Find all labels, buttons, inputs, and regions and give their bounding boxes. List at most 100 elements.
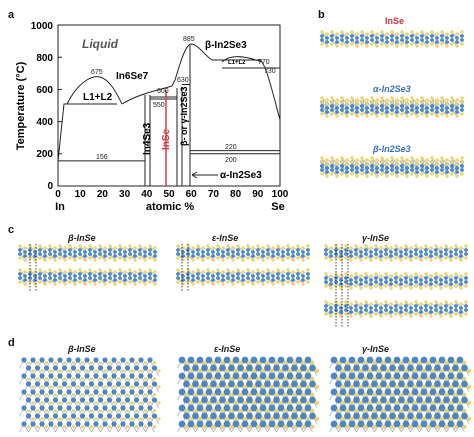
in-atom [176, 248, 180, 252]
se-atom [440, 30, 444, 34]
in-atom [48, 405, 54, 411]
in-atom [201, 250, 205, 254]
se-atom [58, 369, 62, 373]
se-atom [450, 100, 454, 104]
se-atom [415, 158, 419, 162]
in-atom [196, 252, 200, 256]
in-atom [296, 248, 300, 252]
alpha-in2se3-label: α-In2Se3 [220, 170, 262, 181]
se-atom [330, 172, 334, 176]
in-atom [226, 276, 230, 280]
se-atom [94, 401, 98, 405]
se-atom [345, 162, 349, 166]
in-atom [38, 272, 42, 276]
in-atom [52, 397, 59, 403]
se-atom [320, 42, 324, 46]
in-atom [325, 106, 329, 110]
se-atom [103, 282, 107, 286]
in-atom [30, 357, 36, 363]
in-atom [98, 248, 102, 252]
se-atom [445, 162, 449, 166]
se-atom [123, 258, 127, 262]
c-label-beta: β-InSe [68, 233, 96, 243]
in-atom [138, 421, 144, 427]
se-atom [291, 258, 295, 262]
se-atom [251, 246, 255, 250]
in-atom [420, 164, 424, 168]
se-atom [425, 162, 429, 166]
se-atom [121, 417, 125, 421]
in-atom [75, 373, 81, 379]
se-atom [35, 393, 40, 397]
se-atom [355, 32, 359, 36]
se-atom [88, 244, 92, 248]
in-atom [345, 166, 349, 170]
se-atom [410, 96, 414, 100]
se-atom [385, 44, 389, 48]
in-atom [395, 166, 399, 170]
se-atom [301, 258, 305, 262]
se-atom [365, 102, 369, 106]
d-label-epsilon: ε-InSe [214, 344, 241, 354]
se-atom [460, 42, 464, 46]
in-atom [43, 413, 50, 419]
se-atom [330, 96, 334, 100]
in-atom [142, 413, 149, 419]
in-atom [103, 278, 107, 282]
se-atom [176, 268, 180, 272]
in-atom [450, 164, 454, 168]
se-atom [400, 42, 404, 46]
in-atom [440, 168, 444, 172]
in-atom [75, 405, 81, 411]
in-atom [34, 413, 41, 419]
in-atom [385, 166, 389, 170]
se-atom [26, 361, 31, 365]
se-atom [23, 258, 27, 262]
se-atom [201, 282, 205, 286]
in-atom [153, 274, 157, 278]
in-atom [196, 276, 200, 280]
in-atom [276, 252, 280, 256]
se-atom [355, 102, 359, 106]
se-atom [380, 160, 384, 164]
se-atom [107, 361, 112, 365]
se-atom [153, 258, 157, 262]
se-atom [340, 100, 344, 104]
in-atom [445, 170, 449, 174]
se-atom [246, 244, 250, 248]
in-atom [370, 108, 374, 112]
in-atom [52, 413, 59, 419]
se-atom [340, 96, 344, 100]
se-atom [340, 42, 344, 46]
in-atom [176, 276, 180, 280]
in-atom [430, 104, 434, 108]
in-atom [330, 38, 334, 42]
in-atom [420, 104, 424, 108]
in-atom [430, 164, 434, 168]
in-atom [70, 381, 77, 387]
x-tick-90: 90 [252, 189, 264, 200]
se-atom [139, 385, 143, 389]
se-atom [191, 246, 195, 250]
in-atom [128, 248, 132, 252]
se-atom [68, 268, 72, 272]
se-atom [49, 385, 53, 389]
se-atom [425, 44, 429, 48]
se-atom [107, 425, 112, 429]
se-atom [400, 30, 404, 34]
in-atom [97, 365, 104, 371]
se-atom [395, 32, 399, 36]
se-atom [152, 377, 157, 381]
in-atom [206, 276, 210, 280]
se-atom [365, 98, 369, 102]
in-atom [345, 170, 349, 174]
se-atom [88, 280, 92, 284]
in-atom [440, 38, 444, 42]
se-atom [53, 393, 58, 397]
y-tick-1000: 1000 [31, 21, 54, 32]
se-atom [350, 160, 354, 164]
in-atom [355, 110, 359, 114]
in-atom [360, 108, 364, 112]
in-atom [143, 274, 147, 278]
se-atom [466, 368, 472, 373]
